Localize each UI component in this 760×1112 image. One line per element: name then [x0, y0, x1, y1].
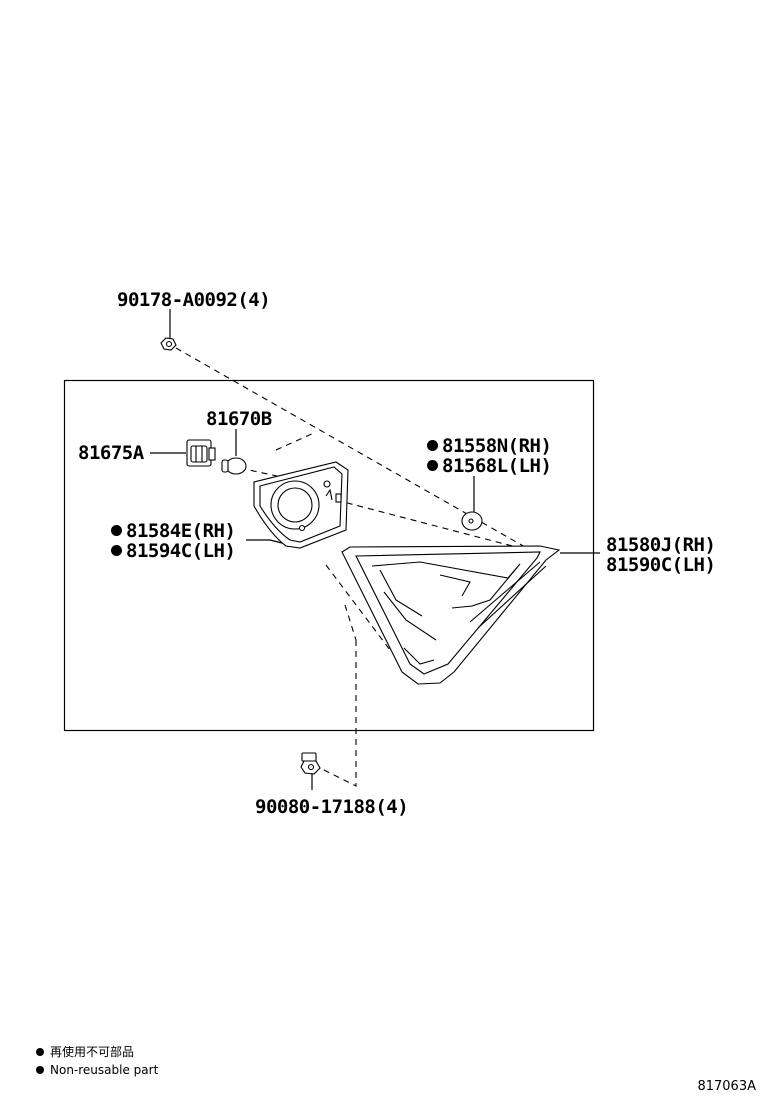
dash-lamp-lower [325, 564, 391, 651]
non-reusable-dot-icon [427, 440, 438, 451]
bulb-icon [221, 457, 247, 475]
leader-bracket [246, 539, 287, 545]
legend-japanese: 再使用不可部品 [36, 1044, 134, 1060]
gasket-icon [461, 511, 483, 531]
part-label-gasket-lh: 81568L(LH) [427, 456, 552, 476]
dash-bracket-lamp [335, 499, 521, 549]
bracket-plate [253, 461, 349, 549]
nut-bottom-icon [300, 752, 321, 775]
dash-nut-path [319, 640, 357, 787]
non-reusable-dot-icon [111, 525, 122, 536]
part-label-socket: 81675A [78, 442, 144, 464]
part-label-bracket-lh: 81594C(LH) [111, 541, 236, 561]
drawing-code: 817063A [697, 1079, 756, 1094]
bolt-top-icon [160, 337, 177, 351]
part-label-gasket-rh: 81558N(RH) [427, 436, 552, 456]
part-label-bulb: 81670B [206, 408, 272, 430]
tail-lamp-lens [341, 545, 561, 685]
non-reusable-dot-icon [427, 460, 438, 471]
socket-icon [186, 439, 216, 467]
part-label-lamp-lh: 81590C(LH) [606, 554, 716, 576]
part-label-lamp-rh: 81580J(RH) [606, 534, 716, 556]
part-label-bolt-top: 90178-A0092(4) [117, 289, 271, 311]
bullet-dot-icon [36, 1066, 44, 1074]
legend-english: Non-reusable part [36, 1062, 158, 1078]
part-label-bracket-rh: 81584E(RH) [111, 521, 236, 541]
dash-bulb-path [275, 431, 317, 451]
bullet-dot-icon [36, 1048, 44, 1056]
non-reusable-dot-icon [111, 545, 122, 556]
dash-lamp-lower2 [344, 604, 357, 641]
part-label-nut-bottom: 90080-17188(4) [255, 796, 409, 818]
assembly-frame [63, 379, 595, 732]
